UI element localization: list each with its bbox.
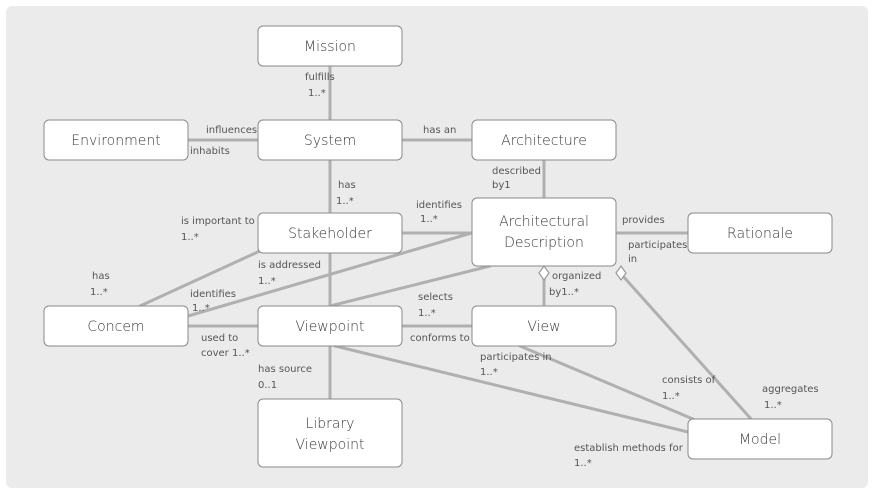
label-is-important-to-mult: 1..*: [181, 232, 199, 243]
node-rationale-label: Rationale: [727, 226, 793, 242]
label-described-by-mult: by1: [492, 180, 511, 191]
node-stakeholder[interactable]: Stakeholder: [257, 212, 403, 254]
label-participates-view-mult: 1..*: [480, 367, 498, 378]
label-fulfills: fulfills: [305, 72, 335, 83]
label-participates-view: participates in: [480, 352, 552, 363]
node-architecture[interactable]: Architecture: [471, 119, 617, 161]
label-consists-of-mult: 1..*: [662, 391, 680, 402]
label-influences: influences: [206, 125, 257, 136]
label-participates-rationale: participates: [628, 240, 687, 251]
label-has-concern: has: [92, 271, 110, 282]
label-described-by: described: [492, 166, 541, 177]
label-inhabits: inhabits: [190, 146, 230, 157]
node-architectural-description[interactable]: Architectural Description: [471, 197, 617, 267]
edge-viewpoint-model: [333, 344, 690, 434]
node-view[interactable]: View: [471, 305, 617, 347]
label-used-to: used to: [201, 333, 238, 344]
node-architecture-label: Architecture: [501, 133, 587, 149]
edges: [138, 64, 754, 434]
node-viewpoint-label: Viewpoint: [296, 319, 365, 335]
nodes: Mission Environment System Architecture …: [43, 25, 833, 468]
label-participates-rationale-in: in: [628, 254, 637, 265]
node-mission[interactable]: Mission: [257, 25, 403, 67]
label-establish-methods-mult: 1..*: [574, 458, 592, 469]
node-environment-label: Environment: [71, 133, 160, 149]
node-library-viewpoint-label-1: Library: [306, 416, 355, 432]
label-identifies-stakeholder: identifies: [416, 200, 462, 211]
label-organized-mult: by1..*: [549, 287, 579, 298]
node-model[interactable]: Model: [687, 418, 833, 460]
node-architectural-description-label-1: Architectural: [499, 214, 589, 230]
edge-stakeholder-concern: [138, 248, 264, 308]
label-conforms-to: conforms to: [410, 333, 470, 344]
node-viewpoint[interactable]: Viewpoint: [257, 305, 403, 347]
node-rationale[interactable]: Rationale: [687, 212, 833, 254]
label-organized: organized: [552, 271, 601, 282]
aggregation-diamond-aggregates: [615, 264, 627, 282]
node-mission-label: Mission: [304, 39, 356, 55]
label-has-an: has an: [423, 125, 456, 136]
label-has-stakeholder-mult: 1..*: [336, 196, 354, 207]
label-has-source: has source: [258, 364, 312, 375]
label-is-addressed: is addressed: [258, 260, 321, 271]
label-consists-of: consists of: [662, 375, 716, 386]
label-identifies-concern-mult: 1..*: [192, 303, 210, 314]
label-provides: provides: [622, 215, 665, 226]
label-cover: cover 1..*: [201, 348, 250, 359]
label-establish-methods: establish methods for: [574, 443, 684, 454]
node-system-label: System: [304, 133, 356, 149]
label-fulfills-mult: 1..*: [308, 88, 326, 99]
node-library-viewpoint[interactable]: Library Viewpoint: [257, 398, 403, 468]
label-is-addressed-mult: 1..*: [258, 276, 276, 287]
edge-description-model: [620, 273, 754, 422]
node-architectural-description-label-2: Description: [504, 235, 584, 251]
node-concern-label: Concem: [87, 319, 144, 335]
aggregation-diamond-organized: [538, 264, 550, 282]
label-has-source-mult: 0..1: [258, 380, 277, 391]
label-aggregates: aggregates: [762, 384, 819, 395]
label-is-important-to: is important to: [181, 216, 255, 227]
edge-view-model: [518, 344, 702, 424]
node-view-label: View: [527, 319, 560, 335]
label-selects: selects: [418, 292, 453, 303]
label-identifies-stakeholder-mult: 1..*: [420, 214, 438, 225]
label-has-concern-mult: 1..*: [90, 287, 108, 298]
node-system[interactable]: System: [257, 119, 403, 161]
label-has-stakeholder: has: [338, 180, 356, 191]
label-aggregates-mult: 1..*: [764, 400, 782, 411]
node-environment[interactable]: Environment: [43, 119, 189, 161]
node-concern[interactable]: Concem: [43, 305, 189, 347]
label-identifies-concern: identifies: [190, 289, 236, 300]
node-library-viewpoint-label-2: Viewpoint: [296, 437, 365, 453]
node-stakeholder-label: Stakeholder: [288, 226, 372, 242]
node-model-label: Model: [739, 432, 781, 448]
edge-labels: fulfills 1..* influences inhabits has an…: [90, 72, 819, 469]
edge-description-viewpoint: [328, 264, 492, 308]
label-selects-mult: 1..*: [418, 308, 436, 319]
edge-description-concern: [186, 230, 477, 318]
